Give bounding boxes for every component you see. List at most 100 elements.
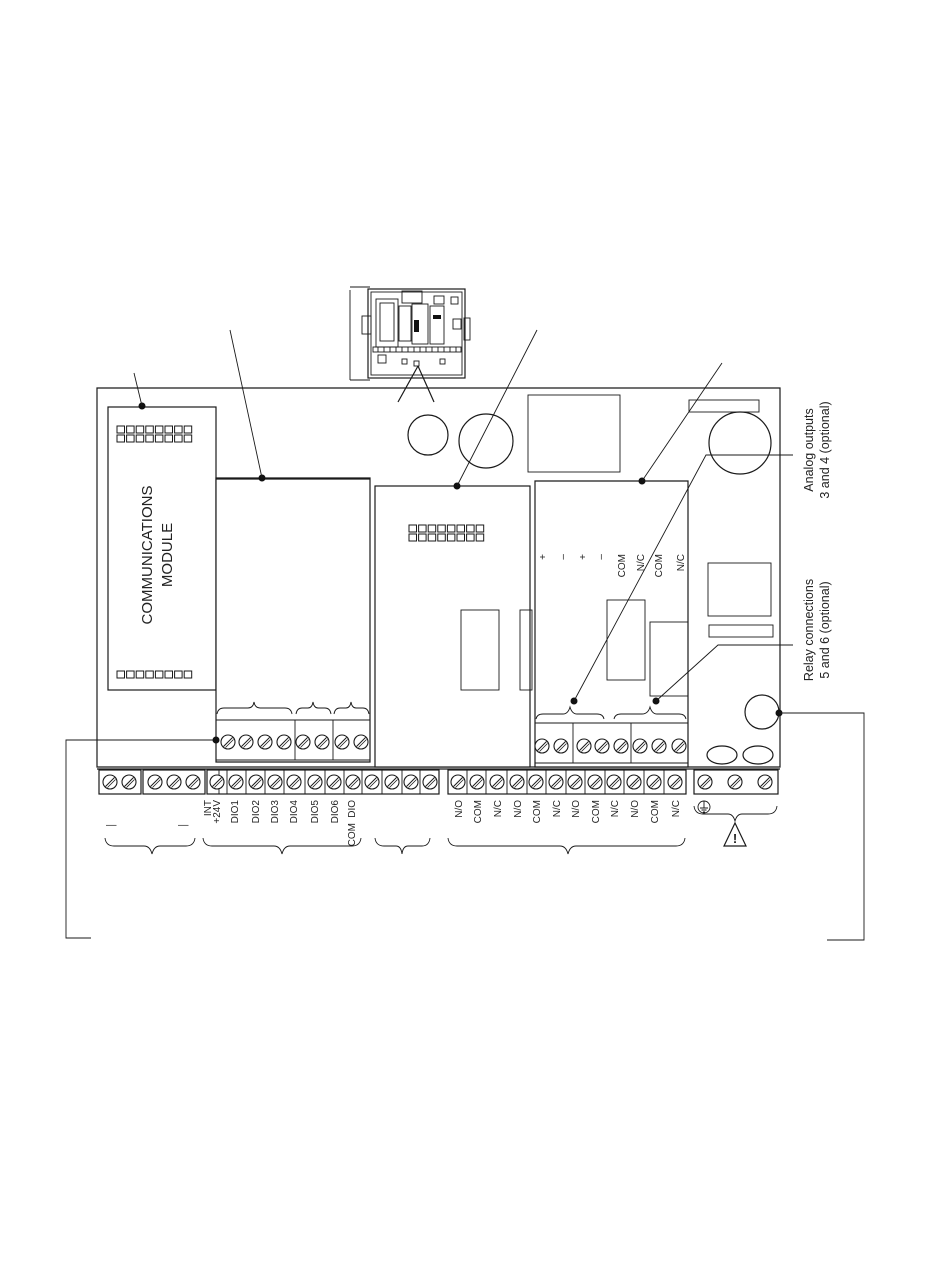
dio-terminal: [229, 775, 243, 789]
relay-terminal: [549, 775, 563, 789]
relay-label: N/C: [671, 800, 682, 817]
header-pin: [476, 534, 484, 541]
relay-label: N/O: [571, 800, 582, 818]
fuse-oval-2: [743, 746, 773, 764]
processor-terminal: [423, 775, 437, 789]
header-pin: [117, 426, 125, 433]
component-block: [528, 395, 620, 472]
relay-terminal: [568, 775, 582, 789]
header-pin: [409, 525, 417, 532]
option-card-label: –: [596, 554, 607, 560]
dio-card-terminal: [239, 735, 253, 749]
header-pin: [136, 671, 144, 678]
relay-label-line2: 5 and 6 (optional): [818, 581, 832, 678]
header-pin: [165, 435, 173, 442]
module-label-line2: MODULE: [159, 523, 176, 587]
relay-label: N/O: [630, 800, 641, 818]
relay-terminal: [451, 775, 465, 789]
relay-terminal: [529, 775, 543, 789]
left-mark-1: —: [106, 819, 117, 831]
dio-terminal: [365, 775, 379, 789]
comm-terminal: [103, 775, 117, 789]
header-pin: [146, 426, 154, 433]
digital-io-card: [216, 475, 370, 763]
header-pin: [428, 525, 436, 532]
left-mark-2: —: [178, 819, 189, 831]
header-pin: [117, 671, 125, 678]
header-pin: [136, 435, 144, 442]
dio-label: +24V: [212, 800, 223, 824]
header-pin: [165, 426, 173, 433]
dio-card-terminal: [258, 735, 272, 749]
option-card-label: COM: [654, 554, 665, 577]
terminal-callout-dot: [213, 737, 220, 744]
header-pin: [428, 534, 436, 541]
warning-mark: !: [733, 831, 737, 846]
header-pin: [127, 435, 135, 442]
relay-label: COM: [650, 800, 661, 823]
dio-terminal: [346, 775, 360, 789]
relay-label: N/O: [454, 800, 465, 818]
relay-label: COM: [473, 800, 484, 823]
option-card-terminal: [535, 739, 549, 753]
processor-terminal: [385, 775, 399, 789]
dio-terminal: [210, 775, 224, 789]
component-square: [708, 563, 771, 616]
relay-label: N/C: [610, 800, 621, 817]
analog-label-line1: Analog outputs: [802, 408, 816, 491]
dio-label: DIO1: [230, 800, 241, 824]
header-pin: [184, 671, 192, 678]
relay-terminal: [647, 775, 661, 789]
communications-module: COMMUNICATIONS MODULE: [108, 403, 216, 691]
header-pin: [447, 534, 455, 541]
dio-terminal: [287, 775, 301, 789]
dio-card-terminal: [335, 735, 349, 749]
header-pin: [184, 435, 192, 442]
header-pin: [184, 426, 192, 433]
component-circle-4: [745, 695, 779, 729]
relay-label: COM: [591, 800, 602, 823]
option-card-terminal: [577, 739, 591, 753]
dio-label: COM: [347, 823, 358, 846]
component-strip: [689, 400, 759, 412]
option-card-label: +: [538, 554, 549, 560]
aux-terminal: [167, 775, 181, 789]
header-pin: [127, 426, 135, 433]
header-pin: [438, 525, 446, 532]
header-pin: [175, 435, 183, 442]
component-circle-1: [408, 415, 448, 455]
header-pin: [117, 435, 125, 442]
dio-terminal: [327, 775, 341, 789]
aux-terminal: [148, 775, 162, 789]
option-card-label: –: [558, 554, 569, 560]
processor-card: [375, 483, 532, 768]
header-pin: [127, 671, 135, 678]
header-pin: [175, 671, 183, 678]
analog-label-line2: 3 and 4 (optional): [818, 401, 832, 498]
fuse-oval-1: [707, 746, 737, 764]
dio-card-terminal: [354, 735, 368, 749]
dio-terminal: [268, 775, 282, 789]
aux-terminal: [186, 775, 200, 789]
dio-card-terminal: [315, 735, 329, 749]
enclosure-overview-inset: [350, 287, 470, 402]
terminal-strips: [97, 769, 780, 794]
relay-label: N/O: [513, 800, 524, 818]
dio-card-terminal: [277, 735, 291, 749]
header-pin: [457, 534, 465, 541]
processor-terminal: [404, 775, 418, 789]
comm-terminal: [122, 775, 136, 789]
dio-card-terminal: [221, 735, 235, 749]
header-pin: [155, 435, 163, 442]
dio-label: DIO2: [251, 800, 262, 824]
component-circle-2: [459, 414, 513, 468]
option-card-terminal: [633, 739, 647, 753]
relay-terminal: [627, 775, 641, 789]
option-card-terminal: [672, 739, 686, 753]
relay-label: N/C: [493, 800, 504, 817]
component-bar: [709, 625, 773, 637]
dio-label: DIO: [347, 800, 358, 818]
power-terminal: [758, 775, 772, 789]
